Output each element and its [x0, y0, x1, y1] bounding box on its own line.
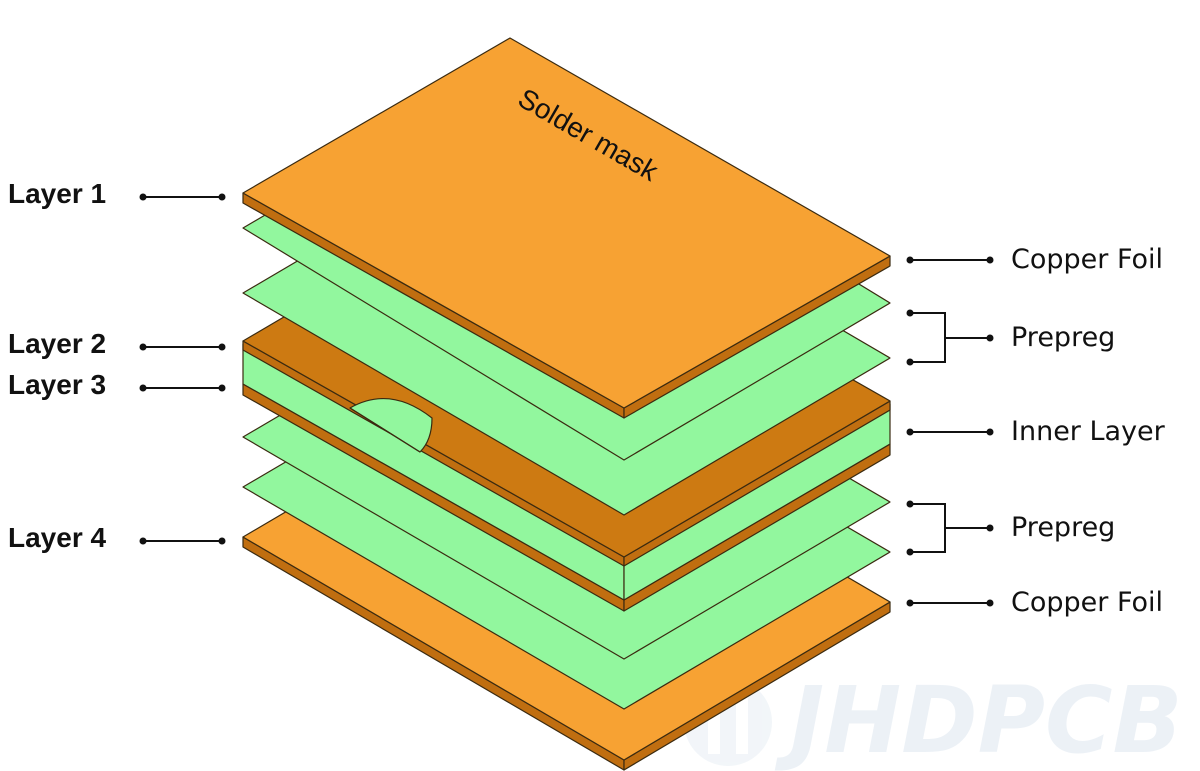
right-labels: Copper Foil Prepreg Inner Layer Prepreg …	[906, 244, 1166, 618]
prepreg-top-label: Prepreg	[1011, 322, 1115, 353]
solder-mask-top-layer	[242, 37, 891, 419]
watermark-text: JHDPCB	[774, 667, 1183, 771]
prepreg-bottom-label: Prepreg	[1011, 512, 1115, 543]
left-labels: Layer 1 Layer 2 Layer 3 Layer 4	[8, 178, 226, 553]
layer-3-label: Layer 3	[8, 369, 106, 400]
inner-layer-cutout	[349, 397, 433, 453]
layer-2-label: Layer 2	[8, 328, 106, 359]
copper-foil-bottom-label: Copper Foil	[1011, 587, 1163, 618]
layer-1-label: Layer 1	[8, 178, 106, 209]
copper-foil-top-label: Copper Foil	[1011, 244, 1163, 275]
watermark-logo: JHDPCB	[684, 667, 1183, 771]
layer-4-label: Layer 4	[8, 522, 106, 553]
inner-layer-label: Inner Layer	[1011, 416, 1166, 447]
